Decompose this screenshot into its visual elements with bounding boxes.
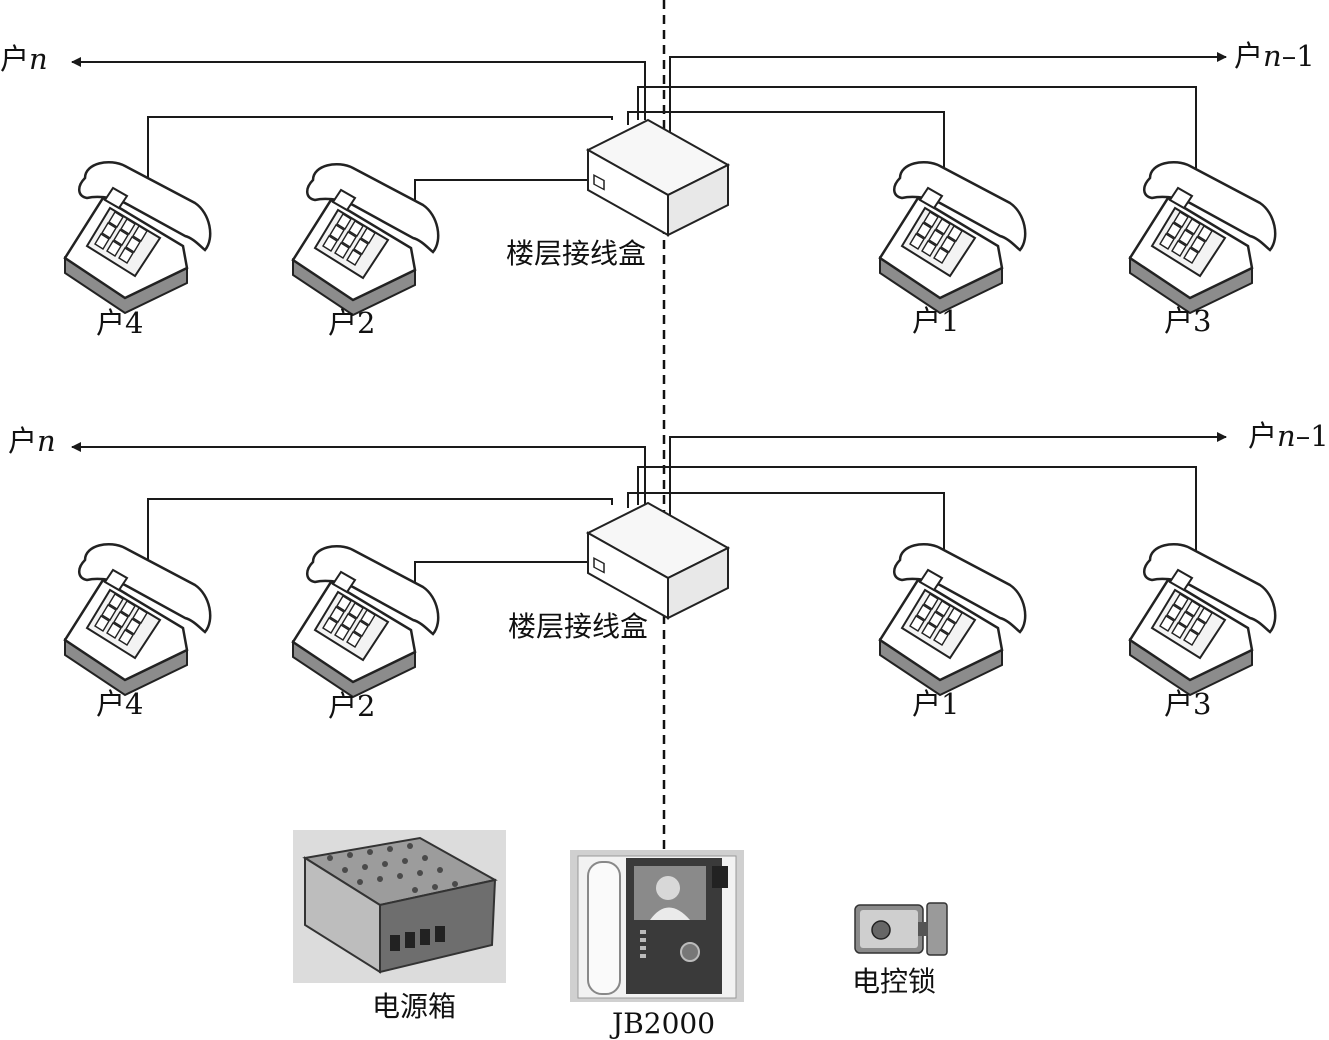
main-unit-label: JB2000 xyxy=(612,1007,716,1040)
electric-lock-label: 电控锁 xyxy=(852,965,937,998)
wire-household-3 xyxy=(637,86,1197,185)
junction-box xyxy=(587,502,729,619)
wire-household-2 xyxy=(414,179,588,205)
telephone-icon xyxy=(291,162,440,317)
wire-household-3 xyxy=(637,466,1197,568)
power-box-image xyxy=(293,830,506,983)
telephone-icon xyxy=(878,542,1027,697)
line-to-household-n-1 xyxy=(669,432,1227,525)
junction-box xyxy=(587,119,729,236)
floor1-phone-label: 户3 xyxy=(1164,304,1212,338)
wire-household-2 xyxy=(414,561,588,590)
floor1-phone-label: 户2 xyxy=(328,306,376,340)
wire-household-1 xyxy=(627,492,945,558)
floor1-left-arrow-label: 户n xyxy=(0,42,48,76)
floor2-phone-label: 户1 xyxy=(912,687,960,721)
telephone-icon xyxy=(1128,542,1277,697)
telephone-icon xyxy=(291,544,440,699)
line-to-household-n xyxy=(71,442,646,505)
line-to-household-n xyxy=(71,57,646,120)
floor-2 xyxy=(63,432,1277,699)
floor1-right-arrow-label: 户n–1 xyxy=(1234,39,1315,73)
power-box-label: 电源箱 xyxy=(372,990,457,1023)
telephone-icon xyxy=(63,542,212,697)
floor2-phone-label: 户3 xyxy=(1164,687,1212,721)
floor-1 xyxy=(63,52,1277,317)
floor2-junction-box-label: 楼层接线盒 xyxy=(508,610,649,643)
jb2000-main-unit-image xyxy=(570,850,744,1002)
telephone-icon xyxy=(878,160,1027,315)
floor2-left-arrow-label: 户n xyxy=(8,424,56,458)
wire-household-4 xyxy=(147,116,613,185)
floor2-phone-label: 户2 xyxy=(328,689,376,723)
wire-household-4 xyxy=(147,498,613,567)
wire-household-1 xyxy=(627,111,945,175)
floor1-junction-box-label: 楼层接线盒 xyxy=(506,237,647,270)
floor2-phone-label: 户4 xyxy=(96,687,144,721)
telephone-icon xyxy=(1128,160,1277,315)
floor1-phone-label: 户1 xyxy=(912,304,960,338)
floor1-phone-label: 户4 xyxy=(96,306,144,340)
line-to-household-n-1 xyxy=(669,52,1227,140)
floor2-right-arrow-label: 户n–1 xyxy=(1248,419,1329,453)
telephone-icon xyxy=(63,160,212,315)
electric-lock-image xyxy=(854,902,948,956)
